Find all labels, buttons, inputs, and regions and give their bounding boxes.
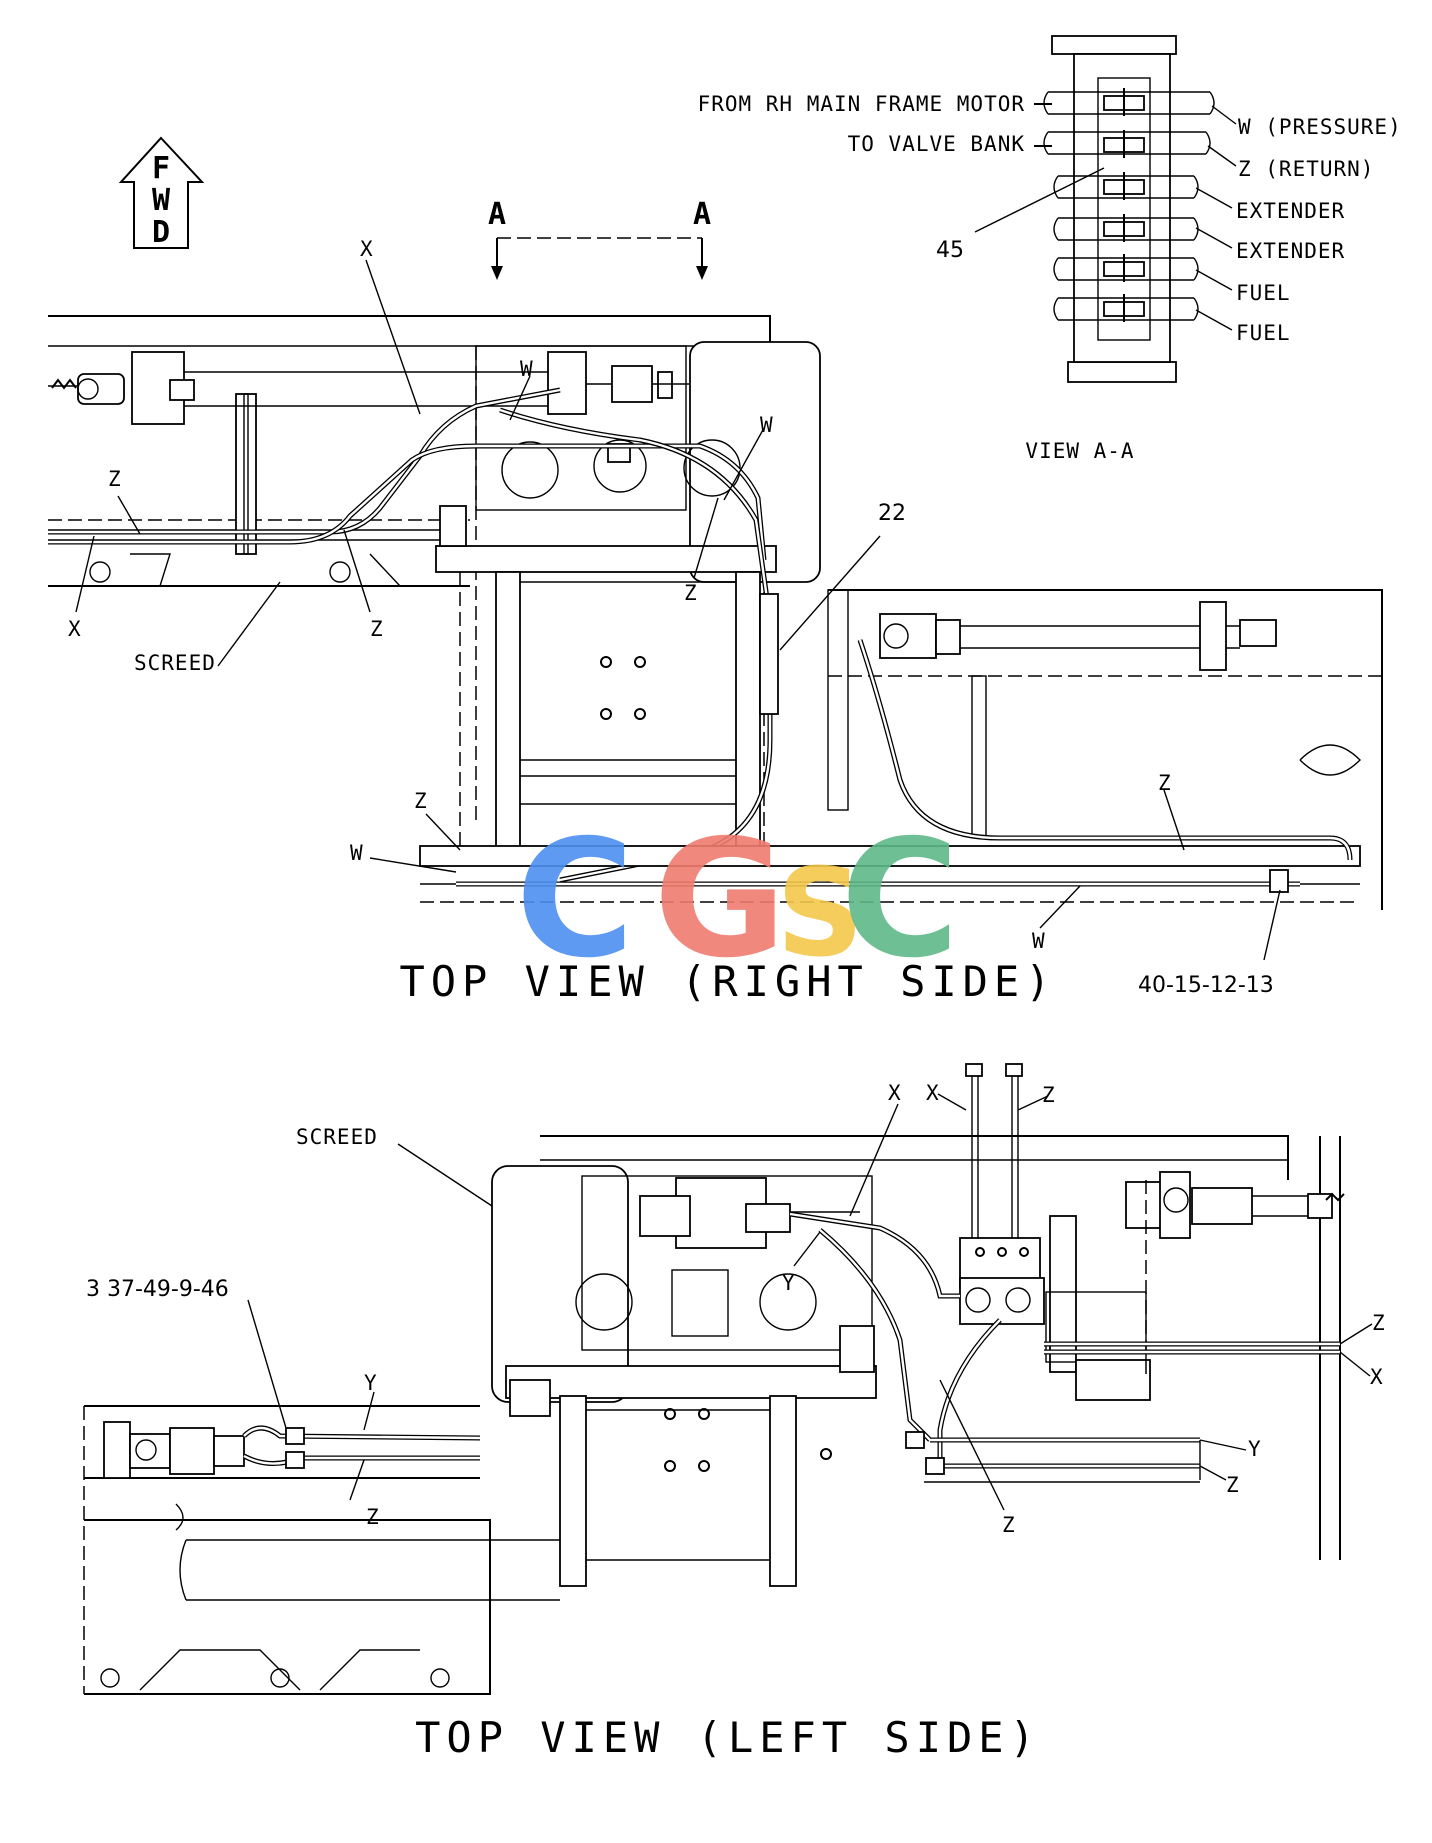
port-label-extender-1: EXTENDER (1236, 199, 1345, 223)
label-x-left: X (68, 617, 82, 641)
port-label-return: Z (RETURN) (1238, 157, 1374, 181)
label-w-right: W (760, 413, 774, 437)
label-z-extender: Z (1158, 771, 1172, 795)
callout-22: 22 (878, 501, 906, 526)
label-z-right2: Z (1226, 1473, 1240, 1497)
label-z-left: Z (108, 467, 122, 491)
section-label-a-right: A (693, 197, 711, 232)
from-rh-line2: TO VALVE BANK (848, 132, 1025, 156)
watermark-letter: C (516, 806, 635, 994)
port-label-fuel-2: FUEL (1236, 321, 1291, 345)
label-x-top: X (360, 237, 374, 261)
callout-3-37-49-9-46: 3 37-49-9-46 (86, 1277, 229, 1302)
label-w-bottom: W (1032, 929, 1046, 953)
section-cut-line: A A (488, 197, 711, 280)
valve-bank-plate-bottom (1067, 361, 1177, 383)
label-w-top: W (520, 357, 534, 381)
label-w-lower: W (350, 841, 364, 865)
callout-40-15-12-13: 40-15-12-13 (1138, 973, 1274, 998)
label-y-right: Y (1248, 1437, 1262, 1461)
view-a-a-label: VIEW A-A (1025, 439, 1134, 463)
valve-fittings (1103, 88, 1145, 322)
title-left-side: TOP VIEW (LEFT SIDE) (415, 1713, 1041, 1762)
from-rh-line1: FROM RH MAIN FRAME MOTOR (698, 92, 1025, 116)
callout-45: 45 (936, 238, 964, 263)
watermark-letter: S (776, 842, 864, 984)
fwd-letter-w: W (152, 183, 171, 218)
hose-sleeve-22 (759, 593, 779, 715)
label-x-top2-left: X (926, 1081, 940, 1105)
label-screed-right: SCREED (134, 651, 216, 675)
label-z-mid: Z (370, 617, 384, 641)
label-y-left: Y (364, 1371, 378, 1395)
section-label-a-left: A (488, 197, 506, 232)
valve-bank-inner (1097, 77, 1151, 341)
port-label-fuel-1: FUEL (1236, 281, 1291, 305)
watermark-letter: G (654, 806, 787, 994)
valve-tubes (1043, 91, 1215, 321)
port-label-extender-2: EXTENDER (1236, 239, 1345, 263)
top-view-right: X W W Z X Z Z SCREED 22 Z W Z W 40-15-12… (48, 237, 1383, 998)
port-label-pressure: W (PRESSURE) (1238, 115, 1402, 139)
label-z-right: Z (1372, 1311, 1386, 1335)
label-screed-left: SCREED (296, 1125, 378, 1149)
valve-bank-plate-top (1051, 35, 1177, 55)
label-z-left-lower: Z (366, 1505, 380, 1529)
label-z-lower: Z (414, 789, 428, 813)
label-z-bottom: Z (1002, 1513, 1016, 1537)
label-z-center: Z (684, 581, 698, 605)
title-right-side: TOP VIEW (RIGHT SIDE) (399, 957, 1056, 1006)
label-x-right: X (1370, 1365, 1384, 1389)
top-view-left: SCREED X X Z Y 3 37-49-9-46 Y Z Z Z X Y … (83, 1063, 1386, 1695)
fwd-letter-d: D (152, 215, 170, 250)
label-y-center: Y (782, 1271, 796, 1295)
label-z-top-left: Z (1042, 1083, 1056, 1107)
view-a-a: FROM RH MAIN FRAME MOTOR TO VALVE BANK W… (698, 35, 1402, 463)
fwd-letter-f: F (152, 151, 170, 186)
fwd-arrow: F W D (118, 136, 205, 250)
watermark-letter: C (841, 806, 960, 994)
label-x-top-left: X (888, 1081, 902, 1105)
